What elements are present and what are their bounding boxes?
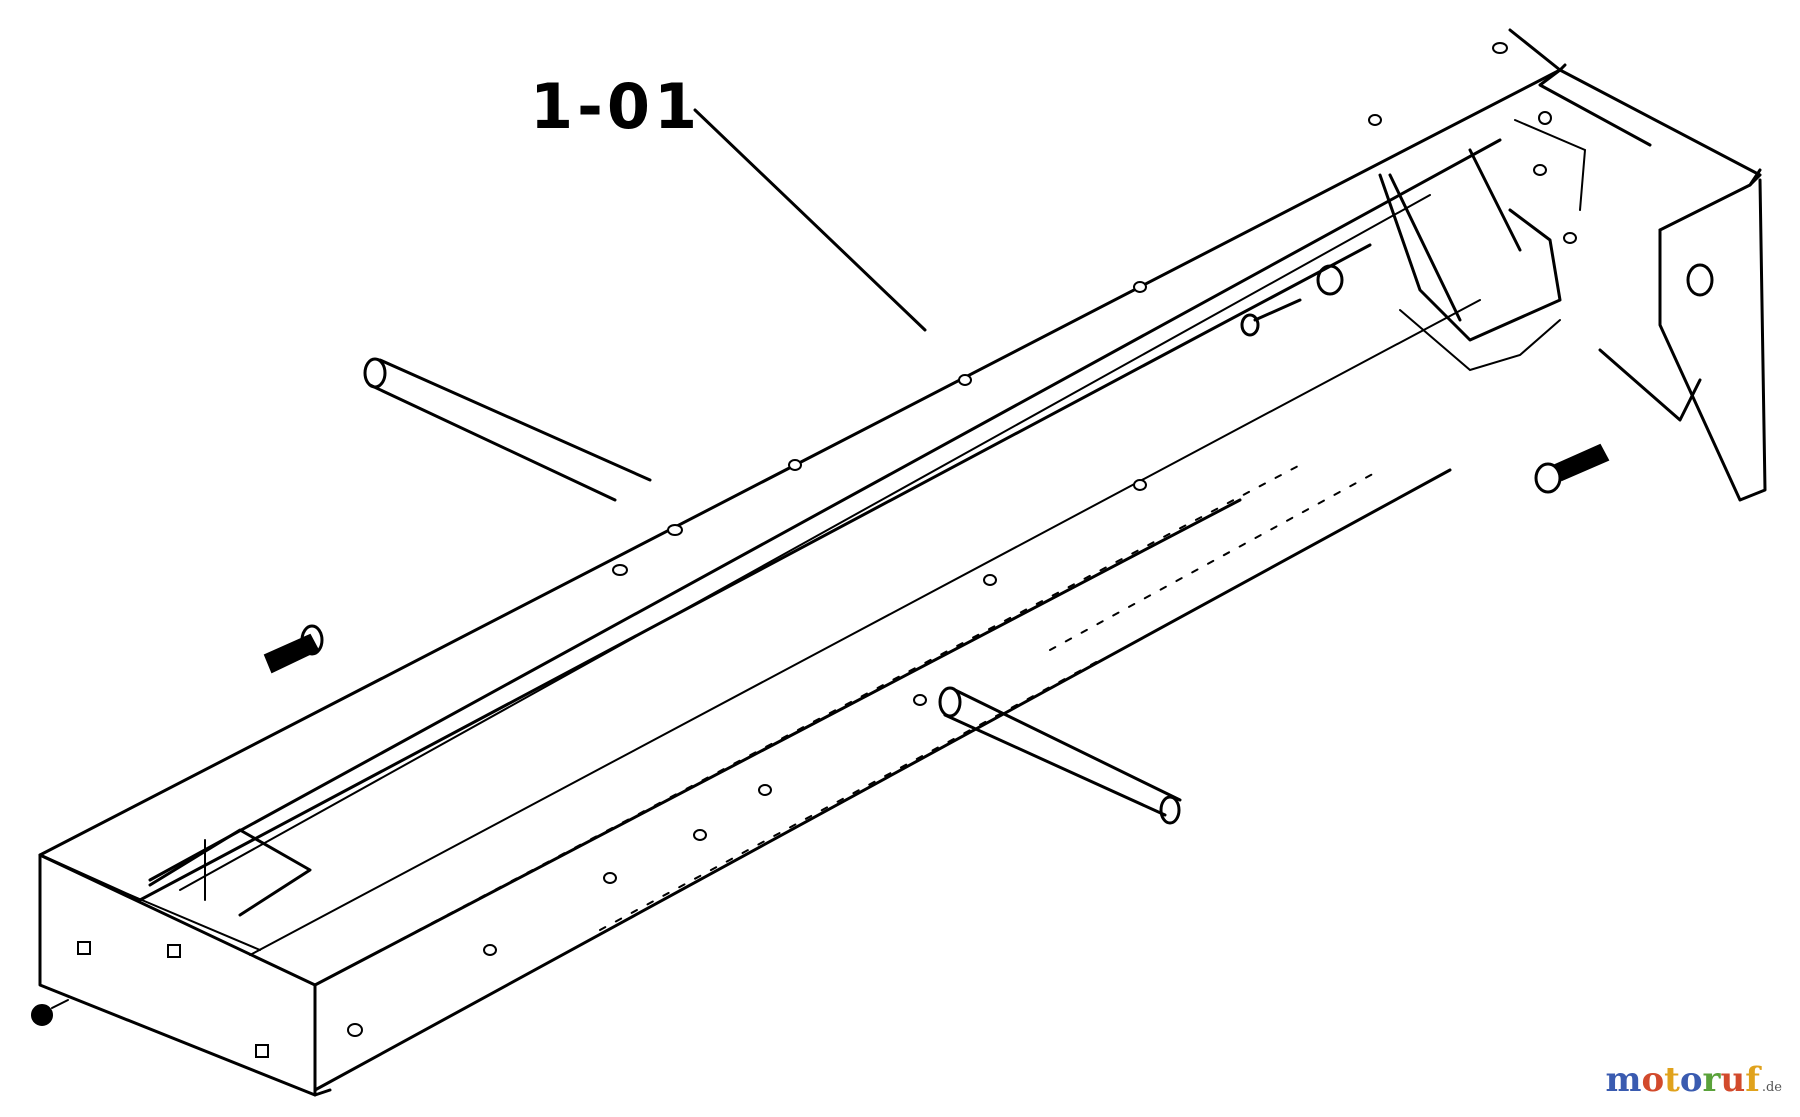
watermark-logo: motoruf.de [1605, 1060, 1782, 1100]
watermark-letter: r [1702, 1060, 1721, 1100]
axle-left [368, 358, 652, 502]
side-rail-lower [313, 468, 1452, 1092]
bolt-rear [1534, 443, 1610, 494]
leader-line [693, 108, 927, 332]
bolt-left [263, 624, 324, 674]
frame-inner-edge [138, 243, 1372, 902]
watermark-letter: f [1745, 1060, 1760, 1100]
front-end-plate [38, 853, 317, 1097]
axle-right [943, 688, 1182, 817]
rear-plate [1658, 178, 1767, 502]
watermark-suffix: .de [1761, 1080, 1782, 1095]
bolt-middle [1240, 264, 1344, 337]
nut-front [31, 999, 69, 1026]
part-number-label: 1-01 [530, 70, 702, 143]
frame-top-rail [38, 63, 1567, 857]
watermark-letter: o [1641, 1060, 1665, 1100]
watermark-letter: u [1720, 1060, 1746, 1100]
mounting-holes [77, 42, 1714, 1058]
rear-bracket [1508, 28, 1762, 187]
watermark-letter: o [1679, 1060, 1703, 1100]
watermark-letter: m [1605, 1060, 1642, 1100]
watermark-letter: t [1664, 1060, 1680, 1100]
